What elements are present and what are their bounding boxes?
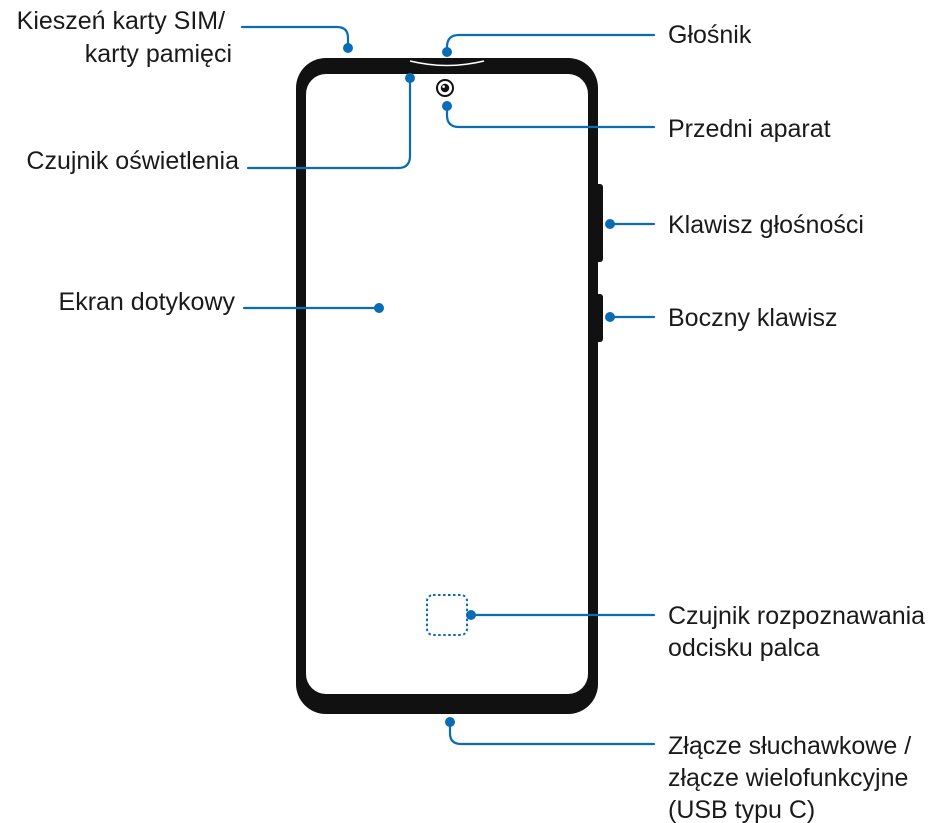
connector-dot: [445, 717, 455, 727]
light-sensor-leader: [246, 76, 412, 170]
speaker-label: Głośnik: [668, 21, 752, 49]
front-camera-dot: [442, 101, 452, 111]
sim-slot-leader: [240, 25, 350, 50]
callouts: [240, 25, 656, 746]
touchscreen-display: [306, 74, 588, 694]
front-camera-glint: [442, 85, 445, 88]
side-key-label: Boczny klawisz: [668, 304, 838, 332]
volume-key-label: Klawisz głośności: [668, 211, 864, 239]
connector-leader: [448, 720, 656, 746]
sim-slot-dot: [343, 43, 353, 53]
phone-device: [296, 58, 603, 714]
front-camera-label: Przedni aparat: [668, 115, 831, 143]
light-sensor-label: Czujnik oświetlenia: [26, 147, 239, 175]
touchscreen-dot: [374, 303, 384, 313]
front-camera-leader: [445, 104, 656, 129]
light-sensor-dot: [405, 73, 415, 83]
speaker-dot: [442, 47, 452, 57]
fingerprint-dot: [466, 610, 476, 620]
connector-label: Złącze słuchawkowe / złącze wielofunkcyj…: [668, 732, 918, 823]
side-key-dot: [605, 312, 615, 322]
labels: Kieszeń karty SIM/ karty pamięci Czujnik…: [17, 7, 932, 823]
front-camera-inner: [440, 83, 450, 93]
touchscreen-label: Ekran dotykowy: [59, 288, 236, 316]
sim-slot-label: Kieszeń karty SIM/ karty pamięci: [17, 7, 232, 68]
speaker-slit: [409, 60, 485, 67]
volume-key-dot: [605, 219, 615, 229]
speaker-leader: [445, 33, 656, 54]
fingerprint-sensor-label: Czujnik rozpoznawania odcisku palca: [668, 602, 932, 662]
